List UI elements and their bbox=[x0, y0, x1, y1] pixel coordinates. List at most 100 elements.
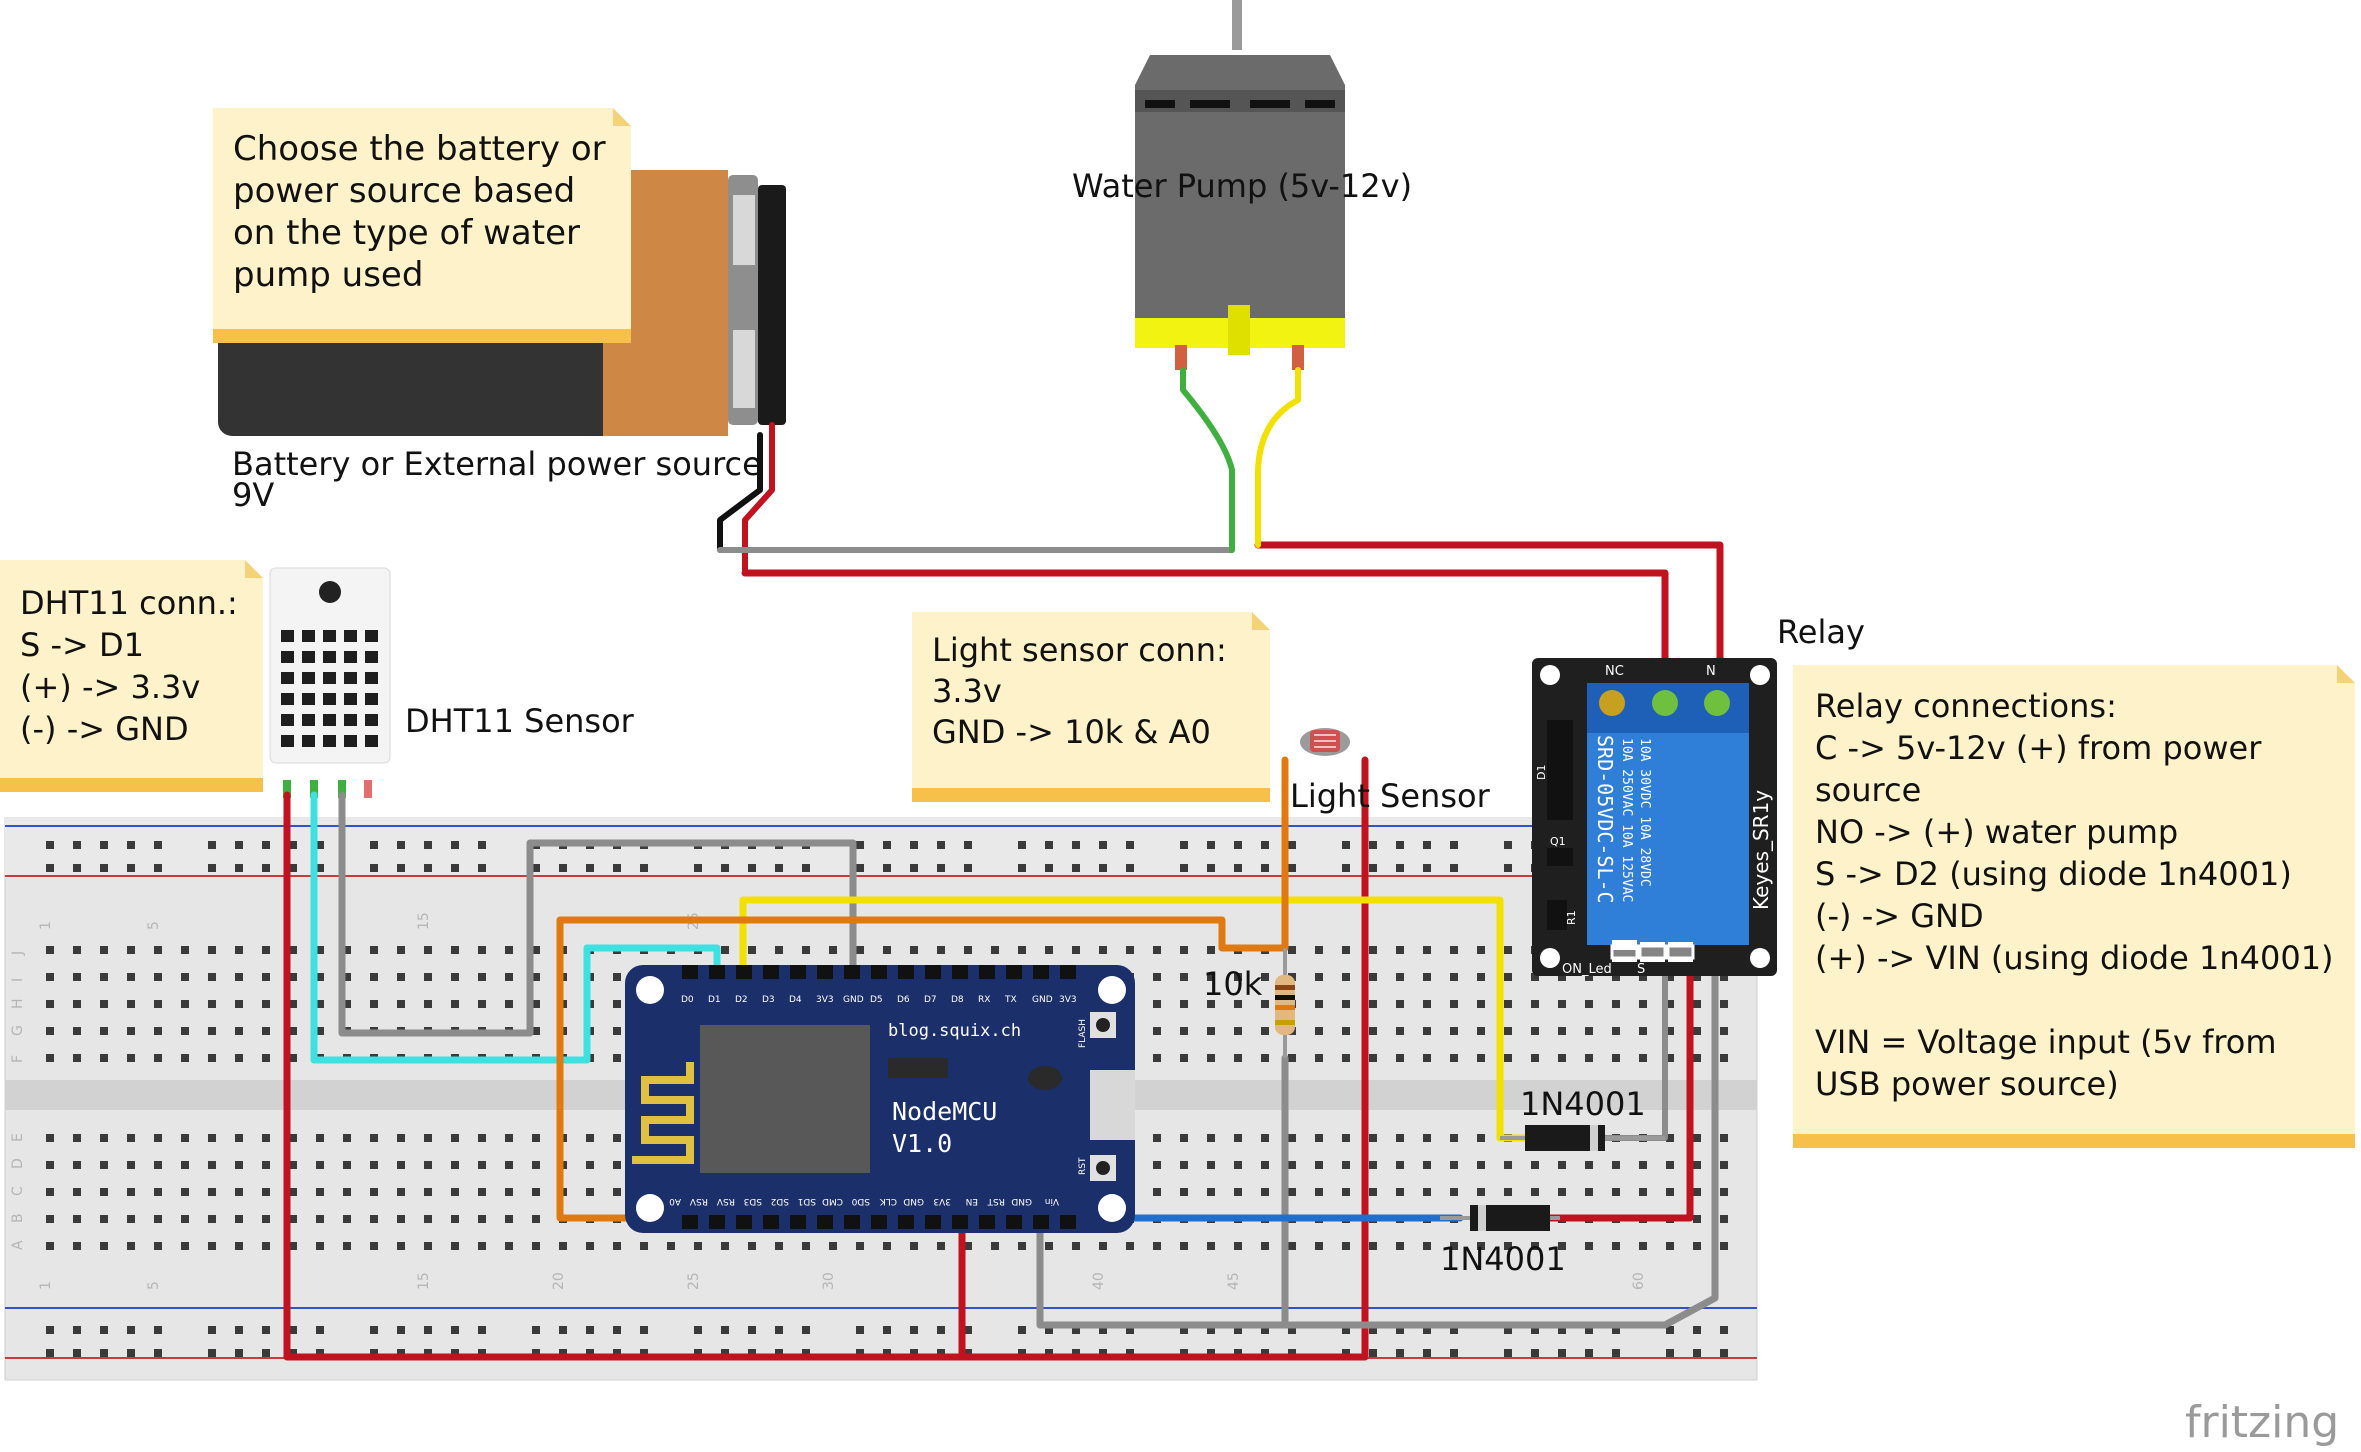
breadboard-hole bbox=[1450, 1161, 1458, 1169]
relay-d1-label: D1 bbox=[1535, 765, 1548, 780]
breadboard-hole bbox=[208, 1027, 216, 1035]
breadboard-hole bbox=[289, 973, 297, 981]
breadboard-hole bbox=[478, 1242, 486, 1250]
breadboard-hole bbox=[100, 1054, 108, 1062]
breadboard-hole bbox=[1720, 1000, 1728, 1008]
breadboard-hole bbox=[1207, 864, 1215, 872]
relay-diode-d1 bbox=[1547, 720, 1573, 820]
esp-module-shield bbox=[700, 1025, 870, 1173]
breadboard-hole bbox=[1099, 1349, 1107, 1357]
header-pin-bottom bbox=[817, 1215, 833, 1229]
breadboard-hole bbox=[1504, 946, 1512, 954]
breadboard-hole bbox=[1342, 946, 1350, 954]
breadboard-hole bbox=[181, 1188, 189, 1196]
breadboard-hole bbox=[964, 946, 972, 954]
breadboard-hole bbox=[613, 1161, 621, 1169]
pin-label-bottom: CMD bbox=[822, 1196, 843, 1206]
header-pin-bottom bbox=[871, 1215, 887, 1229]
relay-r1-label: R1 bbox=[1565, 910, 1578, 925]
breadboard-hole bbox=[1315, 1188, 1323, 1196]
breadboard-hole bbox=[1369, 841, 1377, 849]
col-number-bottom-25: 25 bbox=[686, 1272, 702, 1290]
relay-rating-1: 10A 250VAC 10A 125VAC bbox=[1619, 738, 1634, 902]
breadboard-hole bbox=[73, 946, 81, 954]
breadboard-hole bbox=[532, 1000, 540, 1008]
breadboard-hole bbox=[100, 973, 108, 981]
breadboard-hole bbox=[235, 864, 243, 872]
breadboard-hole bbox=[1423, 864, 1431, 872]
breadboard-hole bbox=[1423, 1027, 1431, 1035]
pump-label: Water Pump (5v-12v) bbox=[1072, 167, 1413, 205]
breadboard-hole bbox=[721, 864, 729, 872]
pin-label-top: D8 bbox=[951, 995, 964, 1005]
breadboard-hole bbox=[235, 1027, 243, 1035]
breadboard-hole bbox=[505, 1000, 513, 1008]
breadboard-hole bbox=[397, 1242, 405, 1250]
breadboard-hole bbox=[127, 1000, 135, 1008]
breadboard-hole bbox=[478, 1349, 486, 1357]
breadboard-hole bbox=[1558, 1242, 1566, 1250]
note-relay: Relay connections: C -> 5v-12v (+) from … bbox=[1793, 665, 2355, 1148]
breadboard-hole bbox=[1153, 946, 1161, 954]
breadboard-hole bbox=[829, 1242, 837, 1250]
reset-button-cap[interactable] bbox=[1096, 1161, 1110, 1175]
breadboard-hole bbox=[1423, 1242, 1431, 1250]
breadboard-hole bbox=[1369, 1027, 1377, 1035]
breadboard-hole bbox=[181, 1242, 189, 1250]
pin-label-top: D0 bbox=[681, 995, 694, 1005]
breadboard-hole bbox=[1180, 1326, 1188, 1334]
breadboard-hole bbox=[532, 1215, 540, 1223]
breadboard-hole bbox=[559, 1326, 567, 1334]
breadboard-hole bbox=[343, 973, 351, 981]
breadboard-hole bbox=[964, 841, 972, 849]
breadboard-hole bbox=[370, 864, 378, 872]
relay-model: SRD-05VDC-SL-C bbox=[1593, 735, 1617, 904]
breadboard-hole bbox=[370, 1326, 378, 1334]
relay-s-label: S bbox=[1637, 962, 1645, 977]
breadboard-hole bbox=[127, 1349, 135, 1357]
breadboard-hole bbox=[451, 1215, 459, 1223]
breadboard-hole bbox=[100, 864, 108, 872]
breadboard-hole bbox=[1180, 1000, 1188, 1008]
breadboard-hole bbox=[289, 1134, 297, 1142]
breadboard-hole bbox=[1720, 1161, 1728, 1169]
breadboard-hole bbox=[1396, 864, 1404, 872]
flash-button-cap[interactable] bbox=[1096, 1018, 1110, 1032]
breadboard-hole bbox=[1531, 1242, 1539, 1250]
breadboard-hole bbox=[208, 1188, 216, 1196]
breadboard-hole bbox=[181, 1134, 189, 1142]
breadboard-hole bbox=[397, 1349, 405, 1357]
breadboard-hole bbox=[235, 973, 243, 981]
wire-battery-black bbox=[717, 432, 763, 553]
breadboard-hole bbox=[1693, 1188, 1701, 1196]
breadboard-hole bbox=[1072, 1349, 1080, 1357]
breadboard-hole bbox=[73, 1000, 81, 1008]
breadboard-hole bbox=[559, 864, 567, 872]
flash-label: FLASH bbox=[1078, 1019, 1088, 1048]
breadboard-hole bbox=[343, 1188, 351, 1196]
breadboard-hole bbox=[235, 1215, 243, 1223]
breadboard-hole bbox=[1531, 1027, 1539, 1035]
breadboard-hole bbox=[910, 841, 918, 849]
breadboard-hole bbox=[1558, 1188, 1566, 1196]
dht11-vent bbox=[344, 630, 357, 642]
breadboard-hole bbox=[1126, 1349, 1134, 1357]
breadboard-hole bbox=[73, 1242, 81, 1250]
breadboard-hole bbox=[1180, 973, 1188, 981]
breadboard-hole bbox=[1180, 864, 1188, 872]
breadboard-hole bbox=[397, 1215, 405, 1223]
breadboard-hole bbox=[208, 1349, 216, 1357]
dht11-vent bbox=[365, 651, 378, 663]
dht11-vent bbox=[281, 714, 294, 726]
breadboard-hole bbox=[1288, 946, 1296, 954]
relay-module: NC N SRD-05VDC-SL-C 10A 250VAC 10A 125VA… bbox=[1532, 658, 1777, 977]
pin-label-bottom: SD0 bbox=[851, 1196, 870, 1206]
breadboard-hole bbox=[343, 1134, 351, 1142]
breadboard-hole bbox=[775, 1326, 783, 1334]
breadboard-hole bbox=[964, 1326, 972, 1334]
breadboard-hole bbox=[289, 1161, 297, 1169]
resistor-10k bbox=[1275, 948, 1295, 1058]
breadboard-hole bbox=[1477, 1027, 1485, 1035]
breadboard-hole bbox=[748, 1242, 756, 1250]
nodemcu-board: blog.squix.ch NodeMCU V1.0 FLASH RST D0A… bbox=[625, 965, 1135, 1233]
